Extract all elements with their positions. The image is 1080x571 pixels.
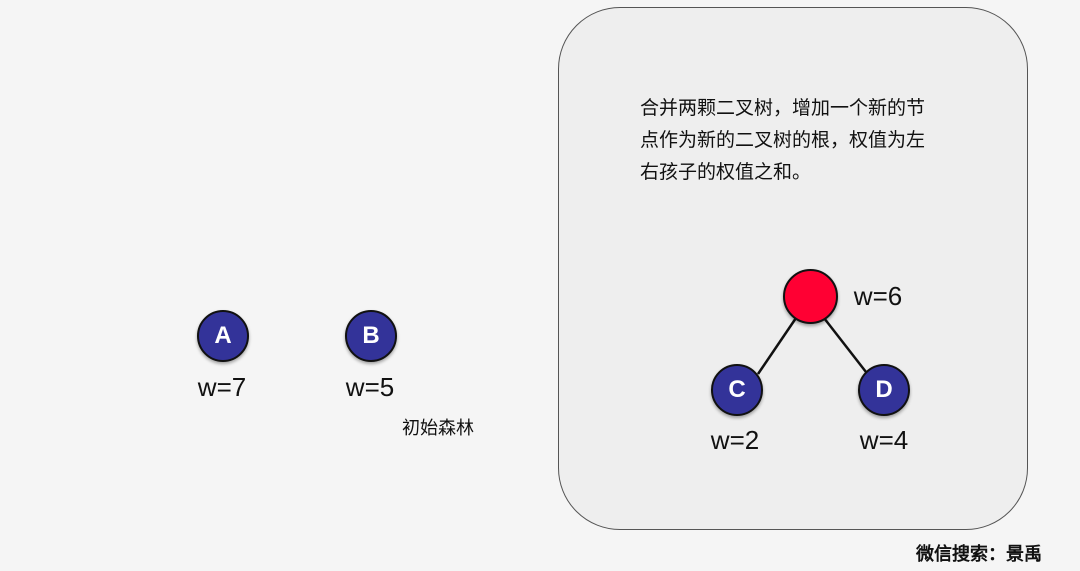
node-b: B <box>345 310 397 362</box>
description-line: 合并两颗二叉树，增加一个新的节 <box>640 97 926 119</box>
initial-forest-caption: 初始森林 <box>402 418 474 439</box>
merge-step-panel <box>558 7 1028 530</box>
description-line: 点作为新的二叉树的根，权值为左 <box>640 129 926 151</box>
edge-root-c <box>756 317 798 375</box>
description-line: 右孩子的权值之和。 <box>640 161 812 183</box>
weight-label-c: w=2 <box>710 425 760 455</box>
merge-description: 合并两颗二叉树，增加一个新的节 点作为新的二叉树的根，权值为左 右孩子的权值之和… <box>640 92 985 188</box>
node-c: C <box>711 364 763 416</box>
weight-label-b: w=5 <box>345 372 395 402</box>
node-new-root <box>783 269 838 324</box>
node-a: A <box>197 310 249 362</box>
node-d: D <box>858 364 910 416</box>
weight-label-root: w=6 <box>853 281 903 311</box>
footer-watermark: 微信搜索：景禹 <box>916 544 1042 565</box>
weight-label-d: w=4 <box>859 425 909 455</box>
edge-root-d <box>823 317 867 373</box>
weight-label-a: w=7 <box>197 372 247 402</box>
